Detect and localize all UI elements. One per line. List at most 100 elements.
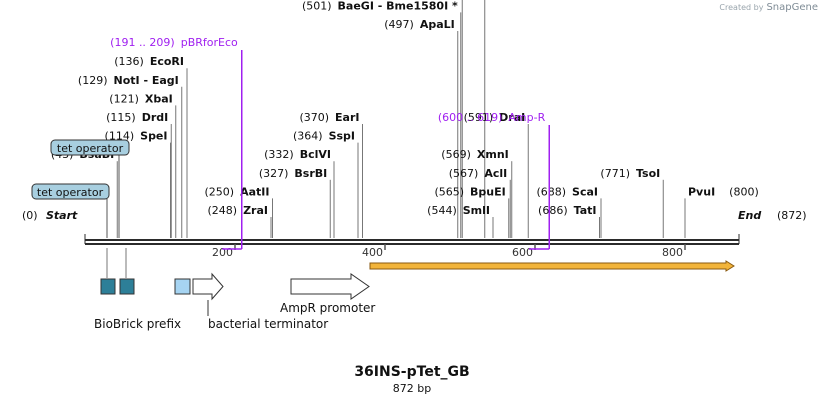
- enzyme-position: (121): [109, 92, 139, 105]
- enzyme-site-scai[interactable]: ScaI (688): [536, 185, 602, 238]
- enzyme-position: (565): [434, 185, 464, 198]
- enzyme-site-apali[interactable]: ApaLI (497): [384, 18, 459, 238]
- tet-operator-feature-1[interactable]: tet operator: [50, 139, 130, 238]
- enzyme-site-sspi[interactable]: SspI (364): [293, 130, 359, 238]
- backbone: [84, 234, 740, 245]
- enzyme-position: (114): [105, 130, 135, 143]
- map-title: 36INS-pTet_GB: [354, 364, 470, 380]
- enzyme-name: ZraI: [243, 204, 268, 217]
- enzyme-name: BsrBI: [294, 167, 327, 180]
- enzyme-name: ScaI: [572, 185, 598, 198]
- enzyme-name: NotI - EagI: [114, 74, 179, 87]
- bacterial-terminator-feature[interactable]: bacterial terminator: [174, 272, 328, 331]
- tick-label-600: 600: [512, 246, 533, 259]
- enzyme-name: TsoI: [636, 167, 660, 180]
- enzyme-position: (129): [78, 74, 108, 87]
- enzyme-position: (248): [207, 204, 237, 217]
- enzyme-site-zrai[interactable]: ZraI (248): [207, 204, 272, 238]
- enzyme-name: BpuEI: [470, 185, 506, 198]
- enzyme-site-acli[interactable]: AclI (567): [449, 167, 511, 238]
- tick-label-800: 800: [662, 246, 683, 259]
- enzyme-site-aatii[interactable]: AatII (250): [205, 185, 273, 238]
- enzyme-site-spei[interactable]: SpeI (114): [105, 130, 171, 238]
- ampr-promoter-label: AmpR promoter: [280, 301, 375, 315]
- primer-range: (191 .. 209): [110, 36, 175, 49]
- enzyme-site-tsoi[interactable]: TsoI (771): [600, 167, 664, 238]
- enzyme-name: SmlI: [463, 204, 490, 217]
- enzyme-position: (800): [729, 185, 759, 198]
- ampr-cds-feature[interactable]: [369, 260, 735, 272]
- enzyme-position: (332): [264, 148, 294, 161]
- enzyme-name: AatII: [240, 185, 269, 198]
- enzyme-position: (370): [299, 111, 329, 124]
- enzyme-name: EarI: [335, 111, 359, 124]
- enzyme-name: XbaI: [145, 92, 173, 105]
- primer-range: (600 .. 619): [438, 111, 503, 124]
- bacterial-terminator-label: bacterial terminator: [208, 317, 328, 331]
- enzyme-name: BclVI: [300, 148, 331, 161]
- enzyme-position: (567): [449, 167, 479, 180]
- primer-amp-r[interactable]: Amp-R (600 .. 619): [438, 111, 550, 250]
- enzyme-position: (327): [259, 167, 289, 180]
- enzyme-name: AclI: [484, 167, 507, 180]
- enzyme-position: (364): [293, 130, 323, 143]
- enzyme-site-bpuei[interactable]: BpuEI (565): [434, 185, 510, 238]
- enzyme-position: (497): [384, 18, 414, 31]
- enzyme-site-ecori[interactable]: EcoRI (136): [114, 55, 188, 238]
- tet-operator-label-1: tet operator: [57, 142, 124, 155]
- ruler-ticks: 200 400 600 800: [212, 244, 686, 259]
- enzyme-position: (136): [114, 55, 144, 68]
- enzyme-position: (501): [302, 0, 332, 12]
- enzyme-position: (591): [464, 111, 494, 124]
- enzyme-site-tati[interactable]: TatI(686): [538, 204, 600, 238]
- primer-pbrforeco[interactable]: pBRforEco(191 .. 209): [110, 36, 243, 250]
- enzyme-site-eari[interactable]: EarI (370): [299, 111, 363, 238]
- enzyme-position: (115): [106, 111, 136, 124]
- enzyme-name: SpeI: [140, 130, 167, 143]
- enzyme-site-bclvi[interactable]: BclVI (332): [264, 148, 335, 238]
- enzyme-sites: BsaBI(43)SpeI(114)DrdI(115)XbaI(121)NotI…: [51, 0, 759, 238]
- biobrick-prefix-feature[interactable]: BioBrick prefix: [94, 278, 181, 331]
- end-position: (872): [777, 209, 807, 222]
- enzyme-site-xmni[interactable]: XmnI (569): [441, 148, 513, 238]
- enzyme-site-pvui[interactable]: PvuI (800): [684, 185, 759, 238]
- tet-operator-feature-2[interactable]: tet operator: [31, 183, 110, 238]
- enzyme-name: XmnI: [477, 148, 509, 161]
- enzyme-position: (250): [205, 185, 235, 198]
- enzyme-site-xbai[interactable]: XbaI (121): [109, 92, 177, 238]
- enzyme-position: (569): [441, 148, 471, 161]
- enzyme-site-acui[interactable]: AcuI - Eco57MI(503): [333, 0, 463, 238]
- enzyme-site-noti[interactable]: NotI - EagI (129): [78, 74, 183, 238]
- enzyme-name: EcoRI: [150, 55, 184, 68]
- enzyme-name: SspI: [329, 130, 355, 143]
- start-label: Start: [46, 209, 78, 222]
- enzyme-site-mspa1i[interactable]: MspA1I(533): [401, 0, 486, 238]
- enzyme-position: (544): [427, 204, 457, 217]
- credit-prefix: Created by: [719, 3, 764, 12]
- enzyme-name: TatI: [574, 204, 597, 217]
- snapgene-logo-text: SnapGene: [766, 2, 818, 13]
- snapgene-credit: Created by SnapGene: [719, 2, 818, 13]
- enzyme-name: PvuI: [688, 185, 715, 198]
- tick-label-200: 200: [212, 246, 233, 259]
- tick-label-400: 400: [362, 246, 383, 259]
- enzyme-site-baegi[interactable]: BaeGI - Bme1580I * (501): [302, 0, 462, 238]
- primer-name: Amp-R: [508, 111, 545, 124]
- enzyme-site-bsrbi[interactable]: BsrBI (327): [259, 167, 331, 238]
- enzyme-position: (688): [536, 185, 566, 198]
- enzyme-name: DrdI: [142, 111, 169, 124]
- start-position: (0): [22, 209, 38, 222]
- enzyme-site-smli[interactable]: SmlI (544): [427, 204, 494, 238]
- ampr-promoter-feature[interactable]: AmpR promoter: [280, 273, 375, 315]
- map-length: 872 bp: [392, 382, 432, 395]
- end-label: End: [738, 209, 761, 222]
- enzyme-name: BaeGI - Bme1580I *: [338, 0, 458, 12]
- primer-sites: pBRforEco(191 .. 209) Amp-R (600 .. 619): [110, 36, 550, 250]
- enzyme-name: ApaLI: [420, 18, 455, 31]
- enzyme-site-drai[interactable]: DraI(591): [464, 111, 529, 238]
- tet-operator-label-2: tet operator: [37, 186, 104, 199]
- end-label-group: End (872): [738, 209, 807, 222]
- enzyme-position: (771): [600, 167, 630, 180]
- enzyme-site-drdi[interactable]: DrdI (115): [106, 111, 172, 238]
